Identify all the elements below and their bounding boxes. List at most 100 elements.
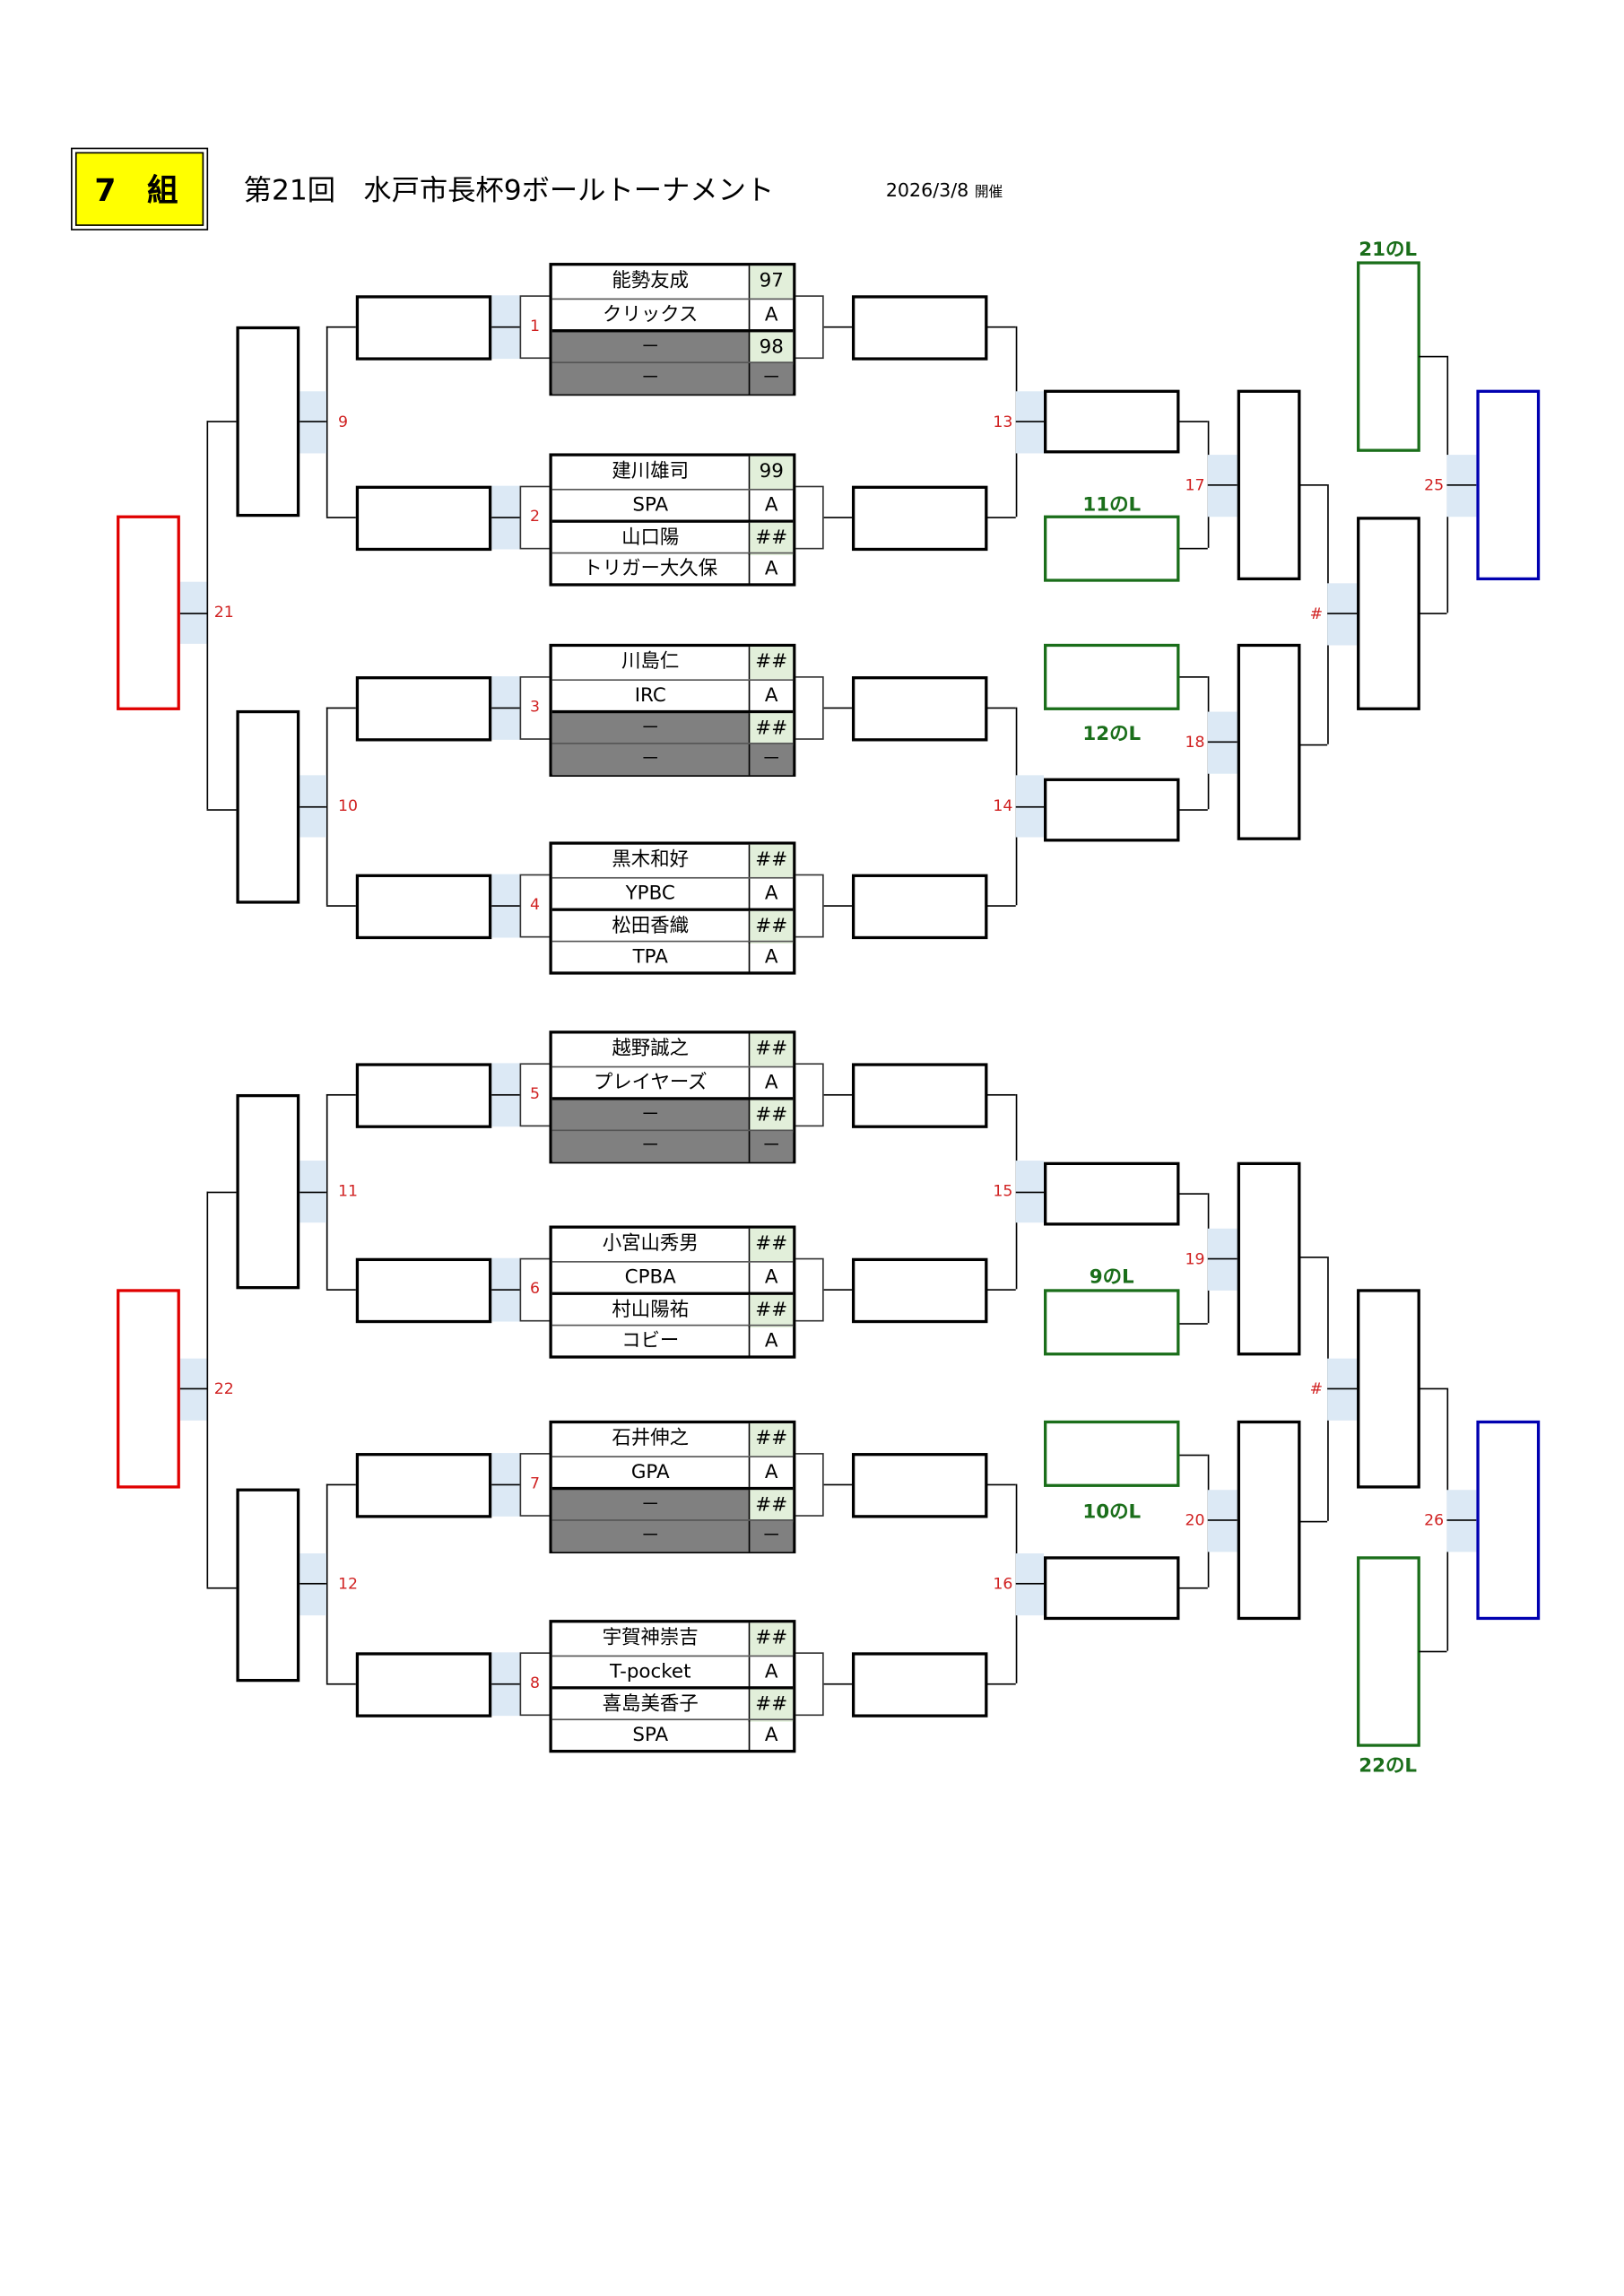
player-score[interactable]: A xyxy=(764,1329,778,1352)
player-score[interactable]: 98 xyxy=(750,332,794,364)
connector-line xyxy=(326,516,356,518)
round2-slot-right[interactable] xyxy=(1044,778,1180,842)
final-slot-right[interactable] xyxy=(1476,1420,1541,1621)
round2-slot[interactable] xyxy=(236,709,300,904)
player-score[interactable]: － xyxy=(761,367,781,389)
player-row: －－ xyxy=(551,361,794,395)
connector-line xyxy=(490,326,520,327)
match-number: 1 xyxy=(530,317,541,335)
round4-slot-right[interactable] xyxy=(1357,517,1420,710)
player-score[interactable]: ## xyxy=(750,522,794,555)
player-score[interactable]: ## xyxy=(750,713,794,745)
round3-slot-right[interactable] xyxy=(1237,1161,1301,1356)
loser-slot[interactable] xyxy=(1044,643,1180,710)
player-name: 喜島美香子 xyxy=(552,1689,751,1721)
winner-slot-right[interactable] xyxy=(851,1452,988,1518)
player-score[interactable]: ## xyxy=(750,1490,794,1522)
loser-slot[interactable] xyxy=(1044,515,1180,582)
player-score[interactable]: ## xyxy=(750,1294,794,1327)
match-number: 21 xyxy=(213,604,234,622)
winner-slot-right[interactable] xyxy=(851,1257,988,1323)
connector-line xyxy=(823,1093,854,1095)
player-score[interactable]: A xyxy=(764,1461,778,1483)
player-row: 松田香織## xyxy=(551,908,794,944)
connector-line xyxy=(1419,354,1447,357)
round2-slot[interactable] xyxy=(236,326,300,517)
player-score[interactable]: 99 xyxy=(750,456,794,489)
player-score[interactable]: A xyxy=(764,1724,778,1746)
player-score[interactable]: ## xyxy=(750,1100,794,1132)
player-name: 石井伸之 xyxy=(552,1423,751,1456)
player-score[interactable]: － xyxy=(761,1135,781,1157)
player-row: －－ xyxy=(551,1518,794,1552)
connector-line xyxy=(1179,808,1208,811)
winner-slot-right[interactable] xyxy=(851,873,988,939)
connector-line xyxy=(1179,1192,1208,1195)
round3-slot-right[interactable] xyxy=(1237,389,1301,581)
player-row: －－ xyxy=(551,742,794,776)
loser-slot[interactable] xyxy=(1357,1556,1420,1747)
match-number: 14 xyxy=(993,797,1013,815)
player-score[interactable]: － xyxy=(761,747,781,770)
player-score[interactable]: ## xyxy=(750,1622,794,1655)
winner-slot-right[interactable] xyxy=(851,1651,988,1717)
winner-slot-left[interactable] xyxy=(355,1062,492,1128)
final-slot-right[interactable] xyxy=(1476,389,1541,581)
round3-slot-right[interactable] xyxy=(1237,1420,1301,1621)
player-score[interactable]: ## xyxy=(750,1033,794,1065)
connector-line xyxy=(178,612,207,614)
round4-slot-right[interactable] xyxy=(1357,1289,1420,1489)
player-score[interactable]: A xyxy=(764,684,778,707)
player-score[interactable]: A xyxy=(764,882,778,905)
round3-slot-right[interactable] xyxy=(1237,643,1301,840)
player-score[interactable]: ## xyxy=(750,910,794,944)
player-score[interactable]: A xyxy=(764,557,778,580)
winner-slot-right[interactable] xyxy=(851,675,988,741)
winner-slot-left[interactable] xyxy=(355,294,492,360)
final-slot-left[interactable] xyxy=(117,515,180,710)
winner-slot-left[interactable] xyxy=(355,873,492,939)
winner-slot-left[interactable] xyxy=(355,1651,492,1717)
player-score[interactable]: ## xyxy=(750,647,794,679)
winner-slot-left[interactable] xyxy=(355,484,492,551)
player-score[interactable]: ## xyxy=(750,1423,794,1456)
winner-slot-right[interactable] xyxy=(851,1062,988,1128)
round2-slot-right[interactable] xyxy=(1044,1161,1180,1226)
player-score[interactable]: ## xyxy=(750,844,794,877)
match-number: 15 xyxy=(993,1182,1013,1201)
round2-slot-right[interactable] xyxy=(1044,1556,1180,1621)
winner-slot-left[interactable] xyxy=(355,675,492,741)
connector-line xyxy=(490,1288,520,1291)
player-score[interactable]: 97 xyxy=(750,265,794,298)
player-score[interactable]: ## xyxy=(750,1689,794,1721)
player-score[interactable]: A xyxy=(764,945,778,969)
connector-line xyxy=(986,904,1016,907)
winner-slot-left[interactable] xyxy=(355,1257,492,1323)
connector-line xyxy=(206,1190,237,1193)
player-score[interactable]: － xyxy=(761,1524,781,1547)
final-slot-left[interactable] xyxy=(117,1289,180,1489)
winner-slot-right[interactable] xyxy=(851,294,988,360)
player-score[interactable]: A xyxy=(764,303,778,326)
round2-slot-right[interactable] xyxy=(1044,389,1180,454)
loser-slot[interactable] xyxy=(1044,1420,1180,1487)
player-score[interactable]: ## xyxy=(750,1228,794,1261)
player-score[interactable]: A xyxy=(764,1660,778,1683)
connector-line xyxy=(986,1288,1016,1291)
match-number: 7 xyxy=(530,1474,541,1493)
match-number: 5 xyxy=(530,1085,541,1103)
player-score[interactable]: A xyxy=(764,1071,778,1094)
match-number: 25 xyxy=(1424,475,1445,494)
match-number: 19 xyxy=(1185,1249,1205,1268)
match-number: 2 xyxy=(530,508,541,526)
loser-slot[interactable] xyxy=(1044,1289,1180,1356)
loser-slot[interactable] xyxy=(1357,261,1420,452)
winner-slot-right[interactable] xyxy=(851,484,988,551)
round2-slot[interactable] xyxy=(236,1488,300,1683)
player-score[interactable]: A xyxy=(764,1265,778,1289)
player-score[interactable]: A xyxy=(764,493,778,517)
round2-slot[interactable] xyxy=(236,1093,300,1290)
winner-slot-left[interactable] xyxy=(355,1452,492,1518)
